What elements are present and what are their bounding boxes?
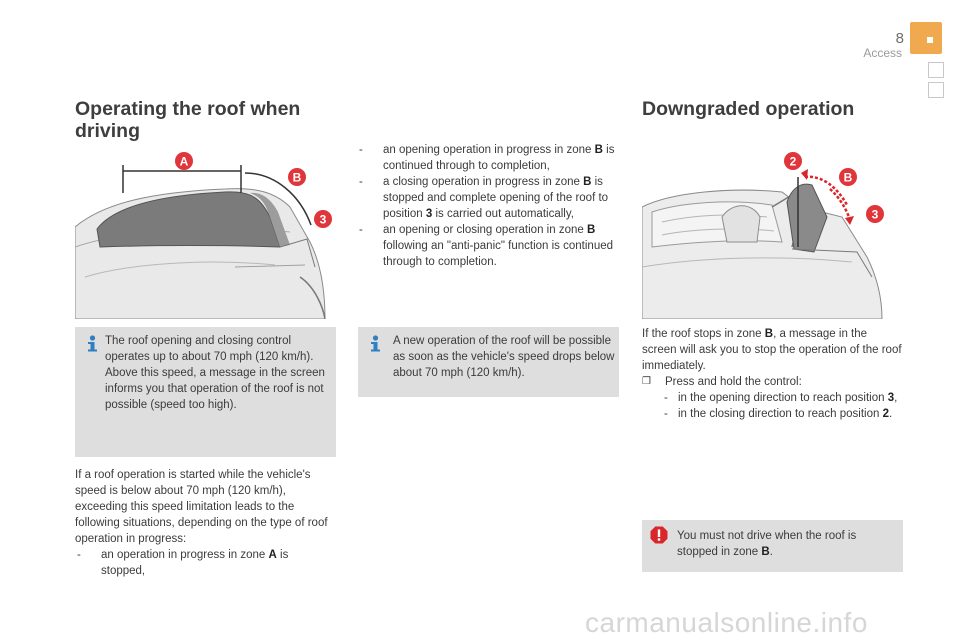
svg-text:B: B [844, 171, 853, 185]
section-label: Access [863, 46, 902, 60]
info-note-resume: A new operation of the roof will be poss… [358, 327, 619, 397]
checkbox-marker-icon: ❒ [642, 376, 651, 387]
label-a-badge: A [175, 152, 193, 170]
info-note-text: A new operation of the roof will be poss… [393, 335, 615, 379]
left-body: If a roof operation is started while the… [75, 467, 335, 579]
label-2-badge: 2 [784, 152, 802, 170]
svg-text:A: A [180, 155, 189, 169]
warning-note: You must not drive when the roof is stop… [642, 520, 903, 572]
right-body: If the roof stops in zone B, a message i… [642, 326, 904, 422]
middle-body: -an opening operation in progress in zon… [357, 142, 619, 270]
list-item: -a closing operation in progress in zone… [359, 176, 609, 220]
page-title-left: Operating the roof when driving [75, 98, 335, 142]
check-item: ❒ Press and hold the control: [642, 376, 802, 388]
tab-marker-icon [927, 37, 933, 43]
svg-text:3: 3 [872, 208, 879, 222]
label-3-badge: 3 [314, 210, 332, 228]
section-tab-active[interactable] [910, 22, 942, 54]
car-roof-open-drawing: 2 B 3 [641, 147, 903, 320]
info-note-speed-limit: The roof opening and closing control ope… [75, 327, 336, 457]
info-note-text: The roof opening and closing control ope… [105, 335, 325, 411]
title-line: Operating the roof when [75, 98, 301, 120]
list-item: -an opening or closing operation in zone… [359, 224, 613, 268]
page-title-right: Downgraded operation [642, 98, 855, 120]
section-tab[interactable] [928, 62, 944, 78]
section-tab[interactable] [928, 82, 944, 98]
car-roof-drawing: A B 3 [74, 147, 336, 320]
svg-text:B: B [293, 171, 302, 185]
watermark: carmanualsonline.info [585, 607, 868, 638]
warning-text: You must not drive when the roof is stop… [677, 530, 857, 558]
page-number: 8 [895, 30, 904, 47]
downgraded-paragraph: If the roof stops in zone B, a message i… [642, 328, 902, 372]
title-line: driving [75, 120, 141, 142]
label-b-badge: B [839, 168, 857, 186]
list-item: -an operation in progress in zone A is s… [77, 549, 289, 577]
roof-driving-illustration: A B 3 [74, 147, 336, 320]
roof-downgraded-illustration: 2 B 3 [641, 147, 903, 320]
warning-icon [650, 526, 668, 544]
label-3-badge: 3 [866, 205, 884, 223]
intro-paragraph: If a roof operation is started while the… [75, 469, 328, 545]
svg-text:2: 2 [790, 155, 797, 169]
label-b-badge: B [288, 168, 306, 186]
info-icon [371, 335, 380, 352]
svg-text:3: 3 [320, 213, 327, 227]
list-item: -in the closing direction to reach posit… [664, 408, 893, 420]
list-item: -an opening operation in progress in zon… [359, 144, 615, 172]
list-item: -in the opening direction to reach posit… [664, 392, 898, 404]
info-icon [88, 335, 97, 352]
